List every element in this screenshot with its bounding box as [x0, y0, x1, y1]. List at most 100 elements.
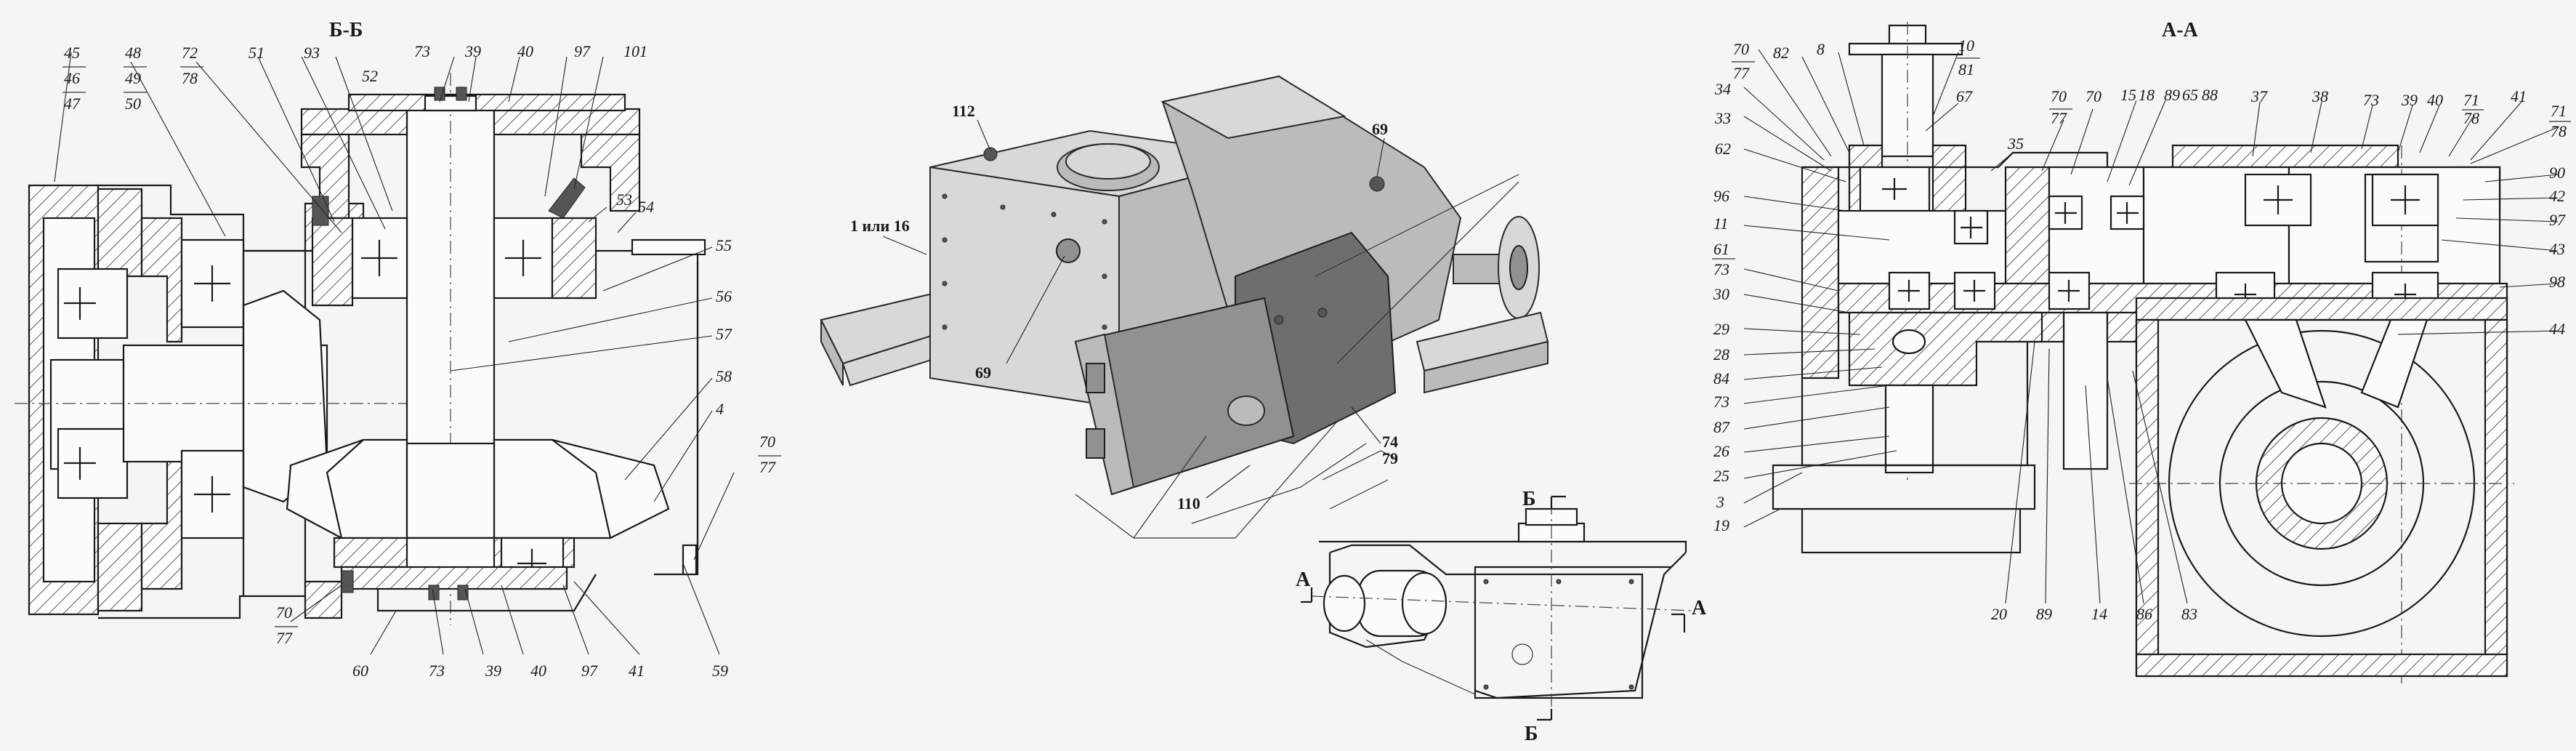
- section-aa-view: А-А: [1712, 19, 2571, 683]
- isometric-view: 112 1 или 16 69 69 110 74 79: [820, 75, 1549, 539]
- svg-text:84: 84: [1713, 369, 1729, 387]
- svg-text:88: 88: [2202, 86, 2218, 104]
- svg-text:61: 61: [1713, 240, 1729, 258]
- svg-text:93: 93: [304, 44, 320, 62]
- svg-text:49: 49: [125, 69, 141, 87]
- svg-text:39: 39: [464, 42, 481, 60]
- svg-text:101: 101: [623, 42, 647, 60]
- bevel-gear: [493, 438, 670, 539]
- svg-text:29: 29: [1713, 320, 1729, 338]
- svg-text:15: 15: [2120, 86, 2136, 104]
- svg-text:73: 73: [2363, 91, 2379, 109]
- svg-text:41: 41: [2511, 87, 2527, 105]
- svg-text:19: 19: [1713, 516, 1729, 534]
- svg-text:79: 79: [1382, 449, 1398, 467]
- svg-text:77: 77: [276, 629, 293, 647]
- svg-text:48: 48: [125, 44, 141, 62]
- svg-text:30: 30: [1713, 285, 1729, 303]
- plan-view: Б Б А А: [1296, 488, 1707, 745]
- svg-text:57: 57: [716, 325, 732, 343]
- svg-text:62: 62: [1715, 140, 1731, 158]
- svg-text:42: 42: [2549, 187, 2565, 205]
- svg-text:82: 82: [1773, 44, 1789, 62]
- svg-text:90: 90: [2549, 164, 2565, 182]
- svg-text:69: 69: [1372, 120, 1388, 138]
- svg-text:87: 87: [1713, 418, 1730, 436]
- svg-text:25: 25: [1713, 467, 1729, 485]
- svg-text:70: 70: [2051, 87, 2067, 105]
- svg-text:86: 86: [2136, 605, 2152, 623]
- svg-text:54: 54: [638, 198, 654, 216]
- svg-text:112: 112: [952, 102, 975, 120]
- svg-text:70: 70: [759, 433, 775, 451]
- svg-text:96: 96: [1713, 187, 1729, 205]
- svg-text:73: 73: [1713, 260, 1729, 278]
- svg-text:51: 51: [249, 44, 265, 62]
- svg-text:37: 37: [2250, 87, 2268, 105]
- svg-text:65: 65: [2182, 86, 2198, 104]
- svg-text:10: 10: [1958, 36, 1974, 55]
- svg-text:38: 38: [2311, 87, 2328, 105]
- svg-text:34: 34: [1714, 80, 1731, 98]
- svg-text:98: 98: [2549, 273, 2565, 291]
- cut-mark-b-bottom: Б: [1525, 723, 1538, 745]
- svg-text:73: 73: [414, 42, 430, 60]
- svg-text:89: 89: [2036, 605, 2052, 623]
- svg-text:83: 83: [2181, 605, 2197, 623]
- svg-text:70: 70: [1733, 40, 1749, 58]
- svg-text:58: 58: [716, 367, 732, 385]
- svg-text:53: 53: [616, 190, 632, 209]
- svg-text:40: 40: [2427, 91, 2443, 109]
- svg-text:77: 77: [2051, 109, 2067, 127]
- svg-text:3: 3: [1716, 493, 1724, 511]
- svg-text:97: 97: [574, 42, 591, 60]
- svg-text:81: 81: [1958, 60, 1974, 79]
- svg-text:39: 39: [2401, 91, 2418, 109]
- svg-text:40: 40: [517, 42, 533, 60]
- svg-text:4: 4: [716, 400, 724, 418]
- svg-text:97: 97: [581, 662, 598, 680]
- svg-text:28: 28: [1713, 345, 1729, 364]
- svg-text:71: 71: [2463, 91, 2479, 109]
- svg-text:73: 73: [429, 662, 445, 680]
- svg-text:78: 78: [2551, 122, 2567, 140]
- svg-text:89: 89: [2164, 86, 2180, 104]
- svg-text:41: 41: [629, 662, 645, 680]
- svg-text:46: 46: [64, 69, 80, 87]
- svg-text:59: 59: [712, 662, 728, 680]
- section-bb-view: Б-Б: [15, 19, 781, 680]
- cut-mark-a-left: А: [1296, 569, 1311, 591]
- svg-text:71: 71: [2551, 102, 2567, 120]
- svg-text:47: 47: [64, 95, 81, 113]
- svg-text:45: 45: [64, 44, 80, 62]
- svg-text:39: 39: [485, 662, 501, 680]
- svg-text:33: 33: [1714, 109, 1731, 127]
- svg-text:55: 55: [716, 236, 732, 254]
- section-bb-title: Б-Б: [329, 19, 363, 41]
- svg-text:8: 8: [1817, 40, 1825, 58]
- svg-text:20: 20: [1991, 605, 2007, 623]
- cut-mark-b-top: Б: [1522, 488, 1536, 510]
- svg-text:72: 72: [182, 44, 198, 62]
- svg-text:14: 14: [2091, 605, 2107, 623]
- svg-text:77: 77: [1733, 64, 1750, 82]
- svg-text:50: 50: [125, 95, 141, 113]
- svg-text:18: 18: [2139, 86, 2155, 104]
- svg-text:78: 78: [182, 69, 198, 87]
- svg-text:40: 40: [530, 662, 546, 680]
- svg-text:67: 67: [1956, 87, 1973, 105]
- svg-text:73: 73: [1713, 393, 1729, 411]
- section-aa-title: А-А: [2162, 19, 2199, 41]
- cut-mark-a-right: А: [1692, 597, 1707, 619]
- svg-text:78: 78: [2463, 109, 2479, 127]
- svg-text:77: 77: [759, 458, 776, 476]
- svg-text:60: 60: [352, 662, 368, 680]
- svg-text:1 или 16: 1 или 16: [850, 217, 910, 235]
- svg-text:43: 43: [2549, 240, 2565, 258]
- svg-text:110: 110: [1177, 494, 1200, 513]
- svg-text:70: 70: [276, 603, 292, 622]
- svg-text:26: 26: [1713, 442, 1729, 460]
- svg-text:52: 52: [362, 67, 378, 85]
- svg-text:35: 35: [2007, 134, 2024, 153]
